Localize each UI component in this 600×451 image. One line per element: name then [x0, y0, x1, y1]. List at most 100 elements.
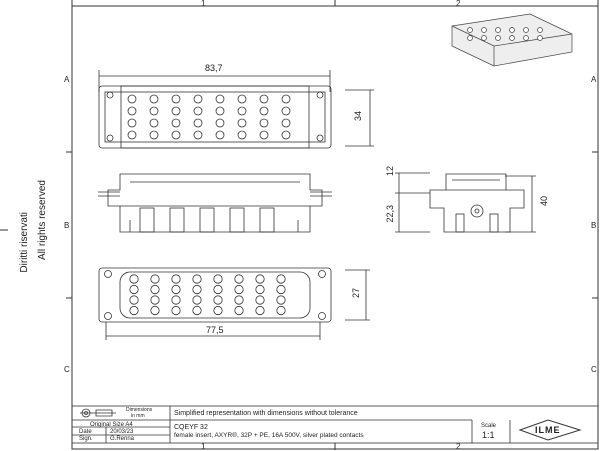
contact-hole — [127, 94, 137, 104]
contact-hole — [237, 118, 247, 128]
contact-hole — [237, 130, 247, 140]
scale-label: Scale — [481, 423, 497, 429]
contact-hole — [276, 295, 286, 305]
copyright-text: All rights reserved — [37, 180, 48, 261]
dim-27: 27 — [351, 288, 361, 299]
contact-hole — [234, 284, 244, 295]
contact-hole — [150, 274, 160, 284]
ilme-logo — [518, 419, 582, 441]
title-block — [71, 405, 599, 444]
dim-width-top: 83,7 — [205, 63, 223, 73]
contact-hole — [171, 106, 181, 116]
contact-hole — [237, 106, 247, 116]
dim-22-3: 22,3 — [385, 205, 395, 223]
contact-hole — [234, 305, 244, 316]
original-size: Original Size A4 — [90, 422, 133, 428]
date-value: 20/03/23 — [110, 429, 134, 435]
dim-width-bottom: 77,5 — [206, 325, 224, 335]
contact-hole — [149, 106, 159, 116]
contact-hole — [127, 106, 137, 116]
top-view — [98, 70, 374, 149]
contact-hole — [193, 118, 203, 128]
contact-hole — [213, 305, 223, 316]
part-code: CQEYF 32 — [174, 424, 208, 431]
contact-hole — [523, 27, 529, 33]
contact-hole — [150, 305, 160, 316]
row-label-A-right: A — [591, 75, 597, 84]
end-view — [395, 172, 536, 233]
contact-hole — [213, 295, 223, 305]
contact-hole — [255, 284, 265, 295]
contact-hole — [237, 94, 247, 104]
contact-hole — [281, 130, 291, 140]
contact-hole — [259, 130, 269, 140]
copyright-text-it: Diritti riservati — [19, 212, 30, 273]
contact-hole — [149, 130, 159, 140]
contact-hole — [171, 284, 181, 295]
contact-hole — [467, 35, 473, 41]
contact-hole — [127, 130, 137, 140]
sign-value: G.Renna — [110, 436, 135, 442]
contact-hole — [537, 27, 543, 33]
contact-hole — [255, 305, 265, 316]
contact-hole — [213, 274, 223, 284]
contact-hole — [509, 35, 515, 41]
contact-hole — [149, 118, 159, 128]
contact-hole — [192, 274, 202, 284]
contact-hole — [255, 295, 265, 305]
contact-hole — [495, 35, 501, 41]
contact-hole — [193, 106, 203, 116]
contact-hole — [215, 106, 225, 116]
sheet-col-2: 2 — [456, 442, 461, 451]
contact-hole — [523, 35, 529, 41]
contact-hole — [276, 274, 286, 284]
sign-label: Sign. — [79, 436, 93, 442]
contact-hole — [213, 284, 223, 295]
contact-hole — [276, 284, 286, 295]
contact-hole — [281, 94, 291, 104]
contact-hole — [509, 27, 515, 33]
contact-hole — [192, 295, 202, 305]
contact-hole — [234, 295, 244, 305]
contact-hole — [192, 284, 202, 295]
contact-hole — [193, 130, 203, 140]
dim-40: 40 — [539, 196, 549, 207]
col-label-2: 2 — [456, 0, 461, 8]
row-label-C-right: C — [591, 365, 597, 374]
contact-hole — [193, 94, 203, 104]
col-label-1: 1 — [201, 0, 206, 8]
contact-hole — [150, 284, 160, 295]
contact-hole — [255, 274, 265, 284]
contact-hole — [171, 295, 181, 305]
contact-hole — [537, 35, 543, 41]
dims-unit: in mm — [131, 413, 145, 419]
row-label-B: B — [64, 221, 70, 230]
contact-hole — [171, 274, 181, 284]
contact-hole — [129, 284, 139, 295]
contact-hole — [215, 118, 225, 128]
dim-height-top: 34 — [353, 111, 363, 122]
contact-hole — [259, 94, 269, 104]
part-description: female insert, AXYR®, 32P + PE, 16A 500V… — [174, 432, 364, 439]
contact-hole — [259, 106, 269, 116]
contact-hole — [129, 305, 139, 316]
contact-hole — [495, 27, 501, 33]
dims-label: Dimensions — [126, 407, 153, 413]
contact-hole — [215, 94, 225, 104]
contact-hole — [276, 305, 286, 316]
date-label: Date — [79, 429, 92, 435]
contact-hole — [481, 35, 487, 41]
contact-hole — [192, 305, 202, 316]
contact-hole — [234, 274, 244, 284]
contact-hole — [171, 305, 181, 316]
contact-hole — [259, 118, 269, 128]
contact-hole — [129, 295, 139, 305]
row-label-B-right: B — [591, 221, 597, 230]
contact-hole — [127, 118, 137, 128]
contact-hole — [281, 106, 291, 116]
contact-hole — [171, 130, 181, 140]
contact-hole — [215, 130, 225, 140]
dim-12: 12 — [385, 166, 395, 177]
scale-value: 1:1 — [482, 430, 495, 440]
